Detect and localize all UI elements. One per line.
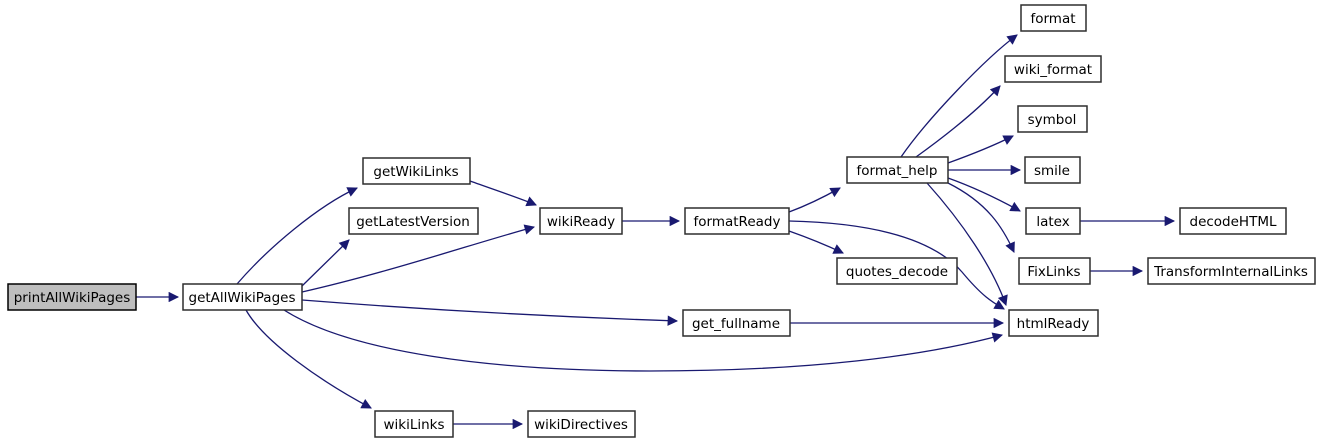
node-box xyxy=(846,156,949,184)
node-label: format xyxy=(1030,11,1075,27)
node-box xyxy=(1025,207,1081,235)
node-label: quotes_decode xyxy=(846,264,948,280)
node-label: FixLinks xyxy=(1027,264,1080,280)
node-box xyxy=(1017,105,1088,133)
node-TransformInternalLinks[interactable]: TransformInternalLinks xyxy=(1147,257,1316,285)
node-wikiReady[interactable]: wikiReady xyxy=(539,207,623,235)
node-label: decodeHTML xyxy=(1190,214,1277,230)
node-wiki_format[interactable]: wiki_format xyxy=(1004,55,1102,83)
node-label: getWikiLinks xyxy=(373,164,458,180)
node-box xyxy=(1008,309,1099,337)
node-FixLinks[interactable]: FixLinks xyxy=(1018,257,1091,285)
node-box xyxy=(1024,156,1081,184)
node-box xyxy=(362,157,471,185)
node-quotes_decode[interactable]: quotes_decode xyxy=(836,257,958,285)
edge-getAllWikiPages-to-getWikiLinks xyxy=(236,187,358,285)
edge-format_help-to-symbol xyxy=(947,135,1014,164)
node-printAllWikiPages: printAllWikiPages xyxy=(7,283,137,311)
node-label: formatReady xyxy=(694,214,781,230)
node-label: printAllWikiPages xyxy=(14,290,131,306)
node-label: latex xyxy=(1036,214,1069,230)
node-label: smile xyxy=(1034,163,1070,179)
node-label: wikiLinks xyxy=(383,417,444,433)
node-label: get_fullname xyxy=(692,316,780,332)
node-getWikiLinks[interactable]: getWikiLinks xyxy=(362,157,471,185)
node-box xyxy=(348,207,479,235)
node-box xyxy=(684,207,790,235)
node-label: TransformInternalLinks xyxy=(1153,264,1308,280)
edge-format_help-to-latex xyxy=(947,177,1021,212)
node-getAllWikiPages[interactable]: getAllWikiPages xyxy=(182,283,303,311)
node-label: wikiReady xyxy=(547,214,615,230)
node-box xyxy=(1018,257,1091,285)
node-box xyxy=(182,283,303,311)
edge-getAllWikiPages-to-wikiReady xyxy=(301,224,536,293)
node-label: symbol xyxy=(1028,112,1077,128)
edge-formatReady-to-format_help xyxy=(788,187,841,213)
edge-getWikiLinks-to-wikiReady xyxy=(469,180,537,207)
node-box xyxy=(527,410,636,438)
node-box xyxy=(1004,55,1102,83)
node-getLatestVersion[interactable]: getLatestVersion xyxy=(348,207,479,235)
node-symbol[interactable]: symbol xyxy=(1017,105,1088,133)
node-layer: printAllWikiPages getAllWikiPages getWik… xyxy=(7,4,1316,438)
edge-format_help-to-wiki_format xyxy=(915,85,1001,158)
node-label: format_help xyxy=(857,163,938,179)
node-decodeHTML[interactable]: decodeHTML xyxy=(1179,207,1287,235)
node-format[interactable]: format xyxy=(1020,4,1087,32)
edge-getAllWikiPages-to-wikiLinks xyxy=(245,309,372,409)
edge-getAllWikiPages-to-get_fullname xyxy=(301,299,679,326)
node-get_fullname[interactable]: get_fullname xyxy=(682,309,791,337)
edge-getAllWikiPages-to-getLatestVersion xyxy=(301,239,350,287)
node-latex[interactable]: latex xyxy=(1025,207,1081,235)
node-smile[interactable]: smile xyxy=(1024,156,1081,184)
node-label: wikiDirectives xyxy=(534,417,628,433)
node-label: getLatestVersion xyxy=(356,214,470,230)
node-box xyxy=(7,283,137,311)
node-label: htmlReady xyxy=(1017,316,1090,332)
node-box xyxy=(836,257,958,285)
node-label: wiki_format xyxy=(1014,62,1092,78)
edge-format_help-to-format xyxy=(900,34,1018,158)
edge-format_help-to-FixLinks xyxy=(947,182,1015,253)
node-box xyxy=(539,207,623,235)
node-wikiDirectives[interactable]: wikiDirectives xyxy=(527,410,636,438)
edge-getAllWikiPages-to-htmlReady xyxy=(283,309,1004,372)
node-formatReady[interactable]: formatReady xyxy=(684,207,790,235)
node-box xyxy=(374,410,454,438)
edge-layer xyxy=(136,34,1176,430)
edge-format_help-to-htmlReady xyxy=(926,182,1008,306)
node-wikiLinks[interactable]: wikiLinks xyxy=(374,410,454,438)
node-htmlReady[interactable]: htmlReady xyxy=(1008,309,1099,337)
edge-formatReady-to-quotes_decode xyxy=(788,230,844,254)
node-box xyxy=(1147,257,1316,285)
node-label: getAllWikiPages xyxy=(189,290,296,306)
node-box xyxy=(1179,207,1287,235)
node-box xyxy=(1020,4,1087,32)
node-box xyxy=(682,309,791,337)
node-format_help[interactable]: format_help xyxy=(846,156,949,184)
